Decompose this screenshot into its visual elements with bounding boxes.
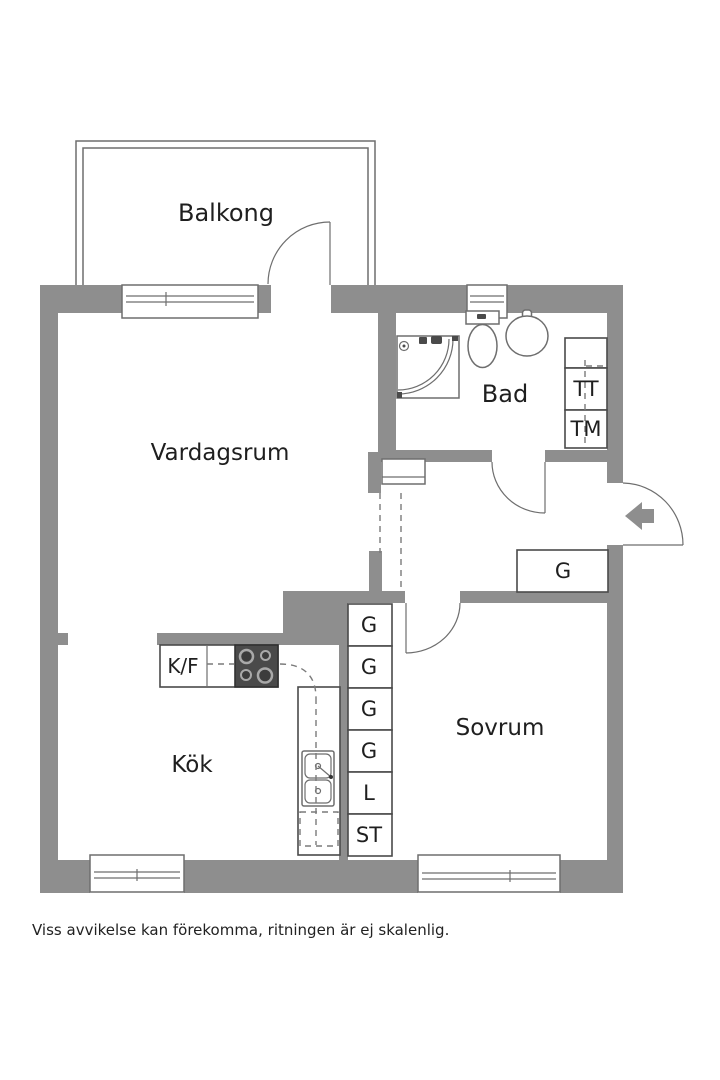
wall-hall-stub-upper — [368, 452, 381, 493]
label-laundry-tm: TM — [570, 417, 602, 441]
room-label-sovrum: Sovrum — [455, 715, 545, 741]
label-closet-l: L — [363, 781, 375, 805]
wall-closet-column-left — [339, 604, 348, 860]
bedroom-window — [417, 854, 561, 893]
wall-top-right — [507, 285, 608, 313]
label-hall-wardrobe-g: G — [554, 559, 572, 583]
wall-right-upper — [607, 285, 623, 483]
kitchen-sink-fixture — [301, 750, 335, 807]
label-laundry-tt: TT — [573, 377, 599, 401]
bathroom-window — [466, 284, 508, 319]
wall-kitchen-hall-block — [283, 591, 348, 645]
wall-bathroom-bottom-left — [392, 450, 492, 462]
room-label-kok: Kök — [171, 752, 213, 778]
wall-right-lower — [607, 545, 623, 893]
wall-top-pier — [258, 285, 271, 313]
wall-bathroom-bottom-right — [545, 450, 623, 462]
room-label-balkong: Balkong — [177, 199, 275, 227]
toilet-fixture — [465, 310, 500, 369]
hall-opening-dashed — [379, 493, 402, 591]
kitchen-dashed-contour — [207, 663, 339, 847]
kitchen-window — [89, 854, 185, 893]
wall-top-mid — [331, 285, 467, 313]
entry-arrow-icon — [625, 502, 654, 530]
balcony-door — [267, 221, 331, 285]
label-fridge-freezer: K/F — [167, 654, 199, 678]
washbasin-fixture — [505, 309, 549, 357]
disclaimer-text: Viss avvikelse kan förekomma, ritningen … — [32, 921, 450, 939]
stove-fixture — [234, 644, 279, 688]
wall-bedroom-top-right — [460, 591, 623, 603]
wall-bottom-mid — [184, 860, 418, 893]
label-closet-g-3: G — [360, 697, 378, 721]
bedroom-door — [405, 602, 461, 654]
label-closet-g-4: G — [360, 739, 378, 763]
label-closet-g-1: G — [360, 613, 378, 637]
room-label-bad: Bad — [481, 380, 529, 408]
wall-bathroom-left — [378, 313, 396, 462]
shower-fixture — [396, 335, 460, 399]
wall-left-notch — [58, 633, 68, 645]
label-closet-g-2: G — [360, 655, 378, 679]
bathroom-door — [491, 461, 546, 514]
wall-bottom-right — [560, 860, 623, 893]
label-closet-st: ST — [355, 823, 383, 847]
hall-shelf — [381, 458, 426, 485]
living-room-window — [121, 284, 259, 319]
entry-door — [622, 482, 684, 546]
wall-hall-stub-lower — [369, 551, 382, 592]
closet-column-boxes — [347, 603, 393, 857]
room-label-vardagsrum: Vardagsrum — [150, 440, 290, 466]
wall-left — [40, 285, 58, 893]
wall-bottom-left — [40, 860, 90, 893]
wall-kitchen-top — [157, 633, 283, 645]
